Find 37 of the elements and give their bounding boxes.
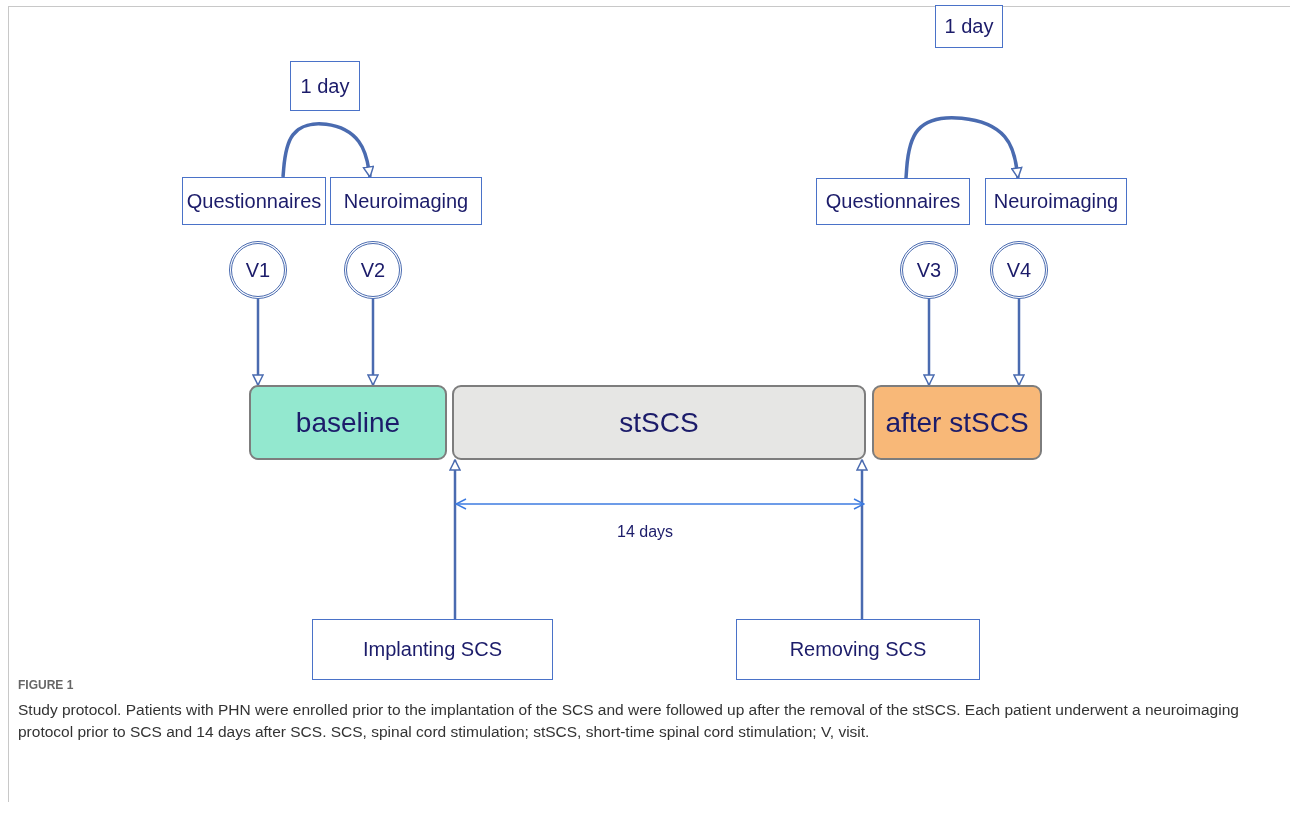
node-label: V3 [916,258,942,282]
node-label: Implanting SCS [363,638,502,661]
node-label: V2 [360,258,386,282]
text-box [736,619,980,680]
text-box [290,61,360,111]
text-box [182,177,326,225]
arrow [923,299,935,386]
text-box [935,5,1003,48]
text-box [816,178,970,225]
arrow [281,122,375,178]
text-box [312,619,553,680]
arrow [1013,299,1025,386]
node-label: Questionnaires [186,189,322,213]
arrow [367,299,379,386]
node-label: Questionnaires [825,190,961,213]
duration-label: 14 days [617,523,674,541]
node-label: stSCS [619,406,699,439]
arrow [856,459,868,619]
node-label: V4 [1006,258,1032,282]
arrow [252,299,264,386]
node-label: 1 day [944,15,994,38]
arrow [904,116,1023,179]
arrow [449,459,461,619]
node-label: Removing SCS [789,638,927,661]
node-label: baseline [295,406,401,439]
node-label: V1 [245,258,271,282]
node-label: after stSCS [885,406,1029,439]
text-box [985,178,1127,225]
text-box [330,177,482,225]
node-label: Neuroimaging [343,189,469,213]
figure-caption: Study protocol. Patients with PHN were enrolled prior to the implantation of the SCS and were followed up after the removal of the stSCS. Each patient underwent a neuroimaging protocol prior to SCS and 14 days after SCS. SCS, spinal cord stimulation; stSCS, short-time spinal cord stimulation; V, visit. [18,700,1240,742]
figure-title: FIGURE 1 [18,678,74,692]
phase-bar [452,385,866,460]
node-label: Neuroimaging [993,190,1119,213]
phase-bar [249,385,447,460]
phase-bar [872,385,1042,460]
node-label: 1 day [300,74,350,98]
